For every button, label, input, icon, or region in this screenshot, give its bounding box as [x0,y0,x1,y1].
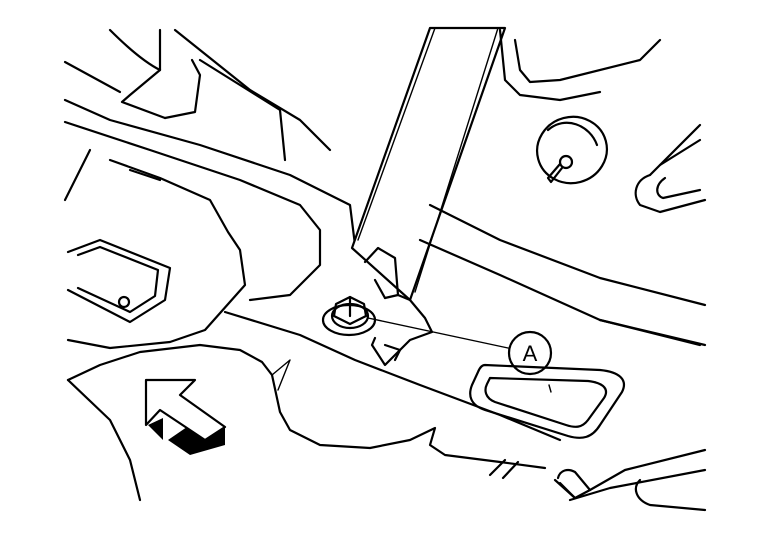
upper-left-rail [63,28,357,302]
callout-label: A [523,341,538,366]
left-bracket [63,148,247,350]
callout-a: A [367,317,553,376]
lower-right-rail [553,448,707,512]
bolt-bracket [363,246,434,367]
floor-panel [66,310,562,502]
rubber-pad [469,363,626,439]
direction-arrow-icon [144,378,227,455]
upper-right-panel [418,28,707,347]
grommet [536,115,608,185]
diagonal-strut [350,26,507,302]
callout-circle [507,330,553,376]
bolt [321,295,377,337]
